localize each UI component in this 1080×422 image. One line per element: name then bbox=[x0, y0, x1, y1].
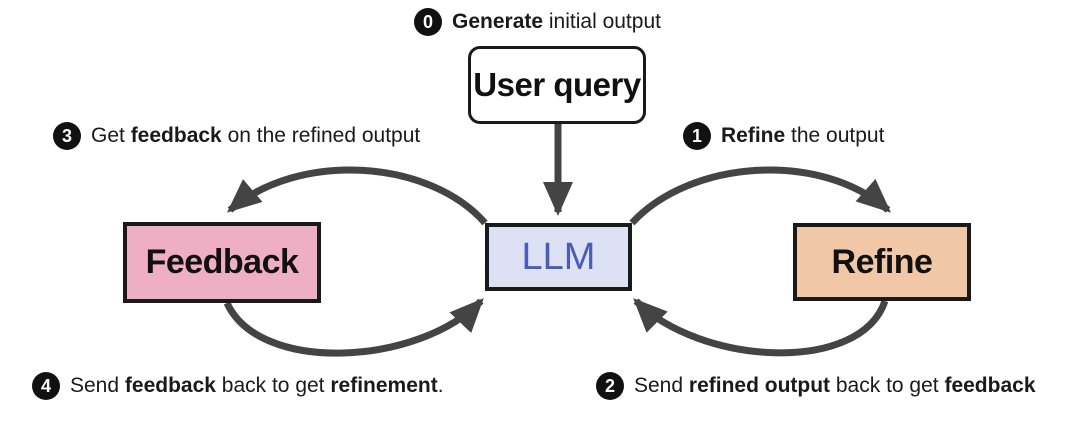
step-4-pre: Send bbox=[70, 374, 125, 397]
step-0-rest: initial output bbox=[543, 10, 661, 33]
step-4-mid: back to get bbox=[215, 374, 331, 397]
step-4-bold: feedback bbox=[124, 374, 216, 397]
node-llm: LLM bbox=[485, 223, 632, 291]
step-3-rest: on the refined output bbox=[221, 124, 421, 147]
step-2-caption: 2 Send refined output back to get feedba… bbox=[596, 372, 1036, 400]
arrow-feedback-to-llm bbox=[223, 298, 484, 357]
step-4-end: . bbox=[437, 374, 444, 397]
step-1-caption: 1 Refine the output bbox=[683, 122, 884, 150]
step-1-bold: Refine bbox=[721, 124, 786, 147]
step-3-bold: feedback bbox=[130, 124, 222, 147]
step-0-badge-icon: 0 bbox=[414, 8, 442, 36]
arrow-llm-to-refine bbox=[629, 166, 892, 226]
step-2-bold: refined output bbox=[688, 374, 831, 397]
step-2-pre: Send bbox=[634, 374, 689, 397]
step-1-badge-icon: 1 bbox=[683, 122, 711, 150]
node-feedback-label: Feedback bbox=[145, 243, 299, 281]
step-4-caption: 4 Send feedback back to get refinement. bbox=[32, 372, 444, 400]
step-4-badge-icon: 4 bbox=[32, 372, 60, 400]
step-2-mid: back to get bbox=[830, 374, 945, 397]
arrow-refine-to-llm bbox=[633, 298, 889, 357]
step-2-bold2: feedback bbox=[944, 374, 1036, 397]
node-refine-label: Refine bbox=[831, 242, 933, 281]
step-1-rest: the output bbox=[785, 124, 885, 147]
step-3-badge-icon: 3 bbox=[53, 122, 81, 150]
node-refine: Refine bbox=[793, 223, 971, 301]
step-3-pre: Get bbox=[91, 124, 131, 147]
step-0-caption: 0 Generate initial output bbox=[414, 8, 661, 36]
node-user-query: User query bbox=[468, 46, 646, 124]
arrow-llm-to-feedback bbox=[226, 166, 488, 226]
step-4-bold2: refinement bbox=[330, 374, 438, 397]
step-0-bold: Generate bbox=[452, 10, 544, 33]
node-user-query-label: User query bbox=[473, 66, 641, 103]
node-feedback: Feedback bbox=[123, 222, 321, 303]
step-3-caption: 3 Get feedback on the refined output bbox=[53, 122, 420, 150]
step-2-badge-icon: 2 bbox=[596, 372, 624, 400]
node-llm-label: LLM bbox=[521, 235, 596, 278]
